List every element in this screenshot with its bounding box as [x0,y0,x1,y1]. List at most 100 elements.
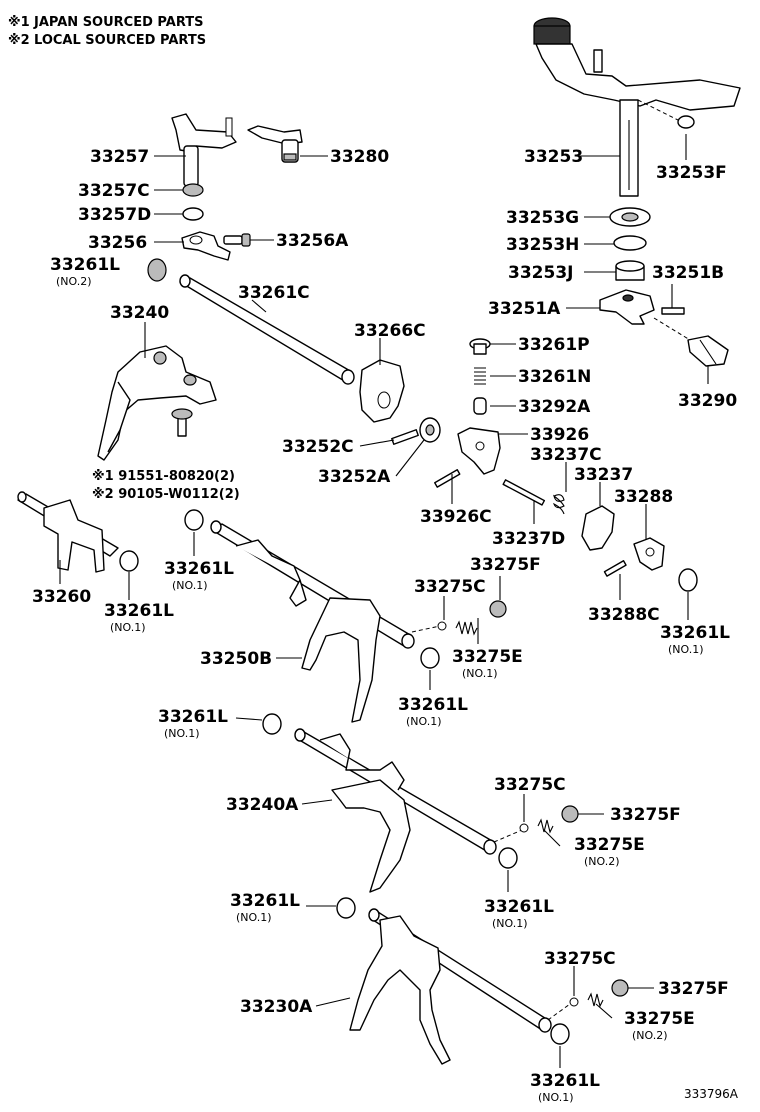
label-33275F-c: 33275F [658,979,729,999]
part-33261L-l1-drawing [184,509,204,531]
label-33275C-c: 33275C [544,949,616,969]
label-33237D: 33237D [492,529,565,549]
label-33252C: 33252C [282,437,354,457]
label-33253: 33253 [524,147,583,167]
label-33261L-m1: 33261L [398,695,468,715]
label-33261L-top: 33261L [50,255,120,275]
part-33260-drawing [17,491,119,573]
part-33275F-a-drawing [489,600,507,618]
part-33292A-drawing [473,397,487,415]
label-33275E-b: 33275E [574,835,645,855]
sublabel-33261L-m2: (NO.1) [164,727,200,740]
part-33275F-c-drawing [611,979,629,997]
label-33280: 33280 [330,147,389,167]
part-33261P-drawing [469,338,491,355]
label-33253J: 33253J [508,263,573,283]
label-33926: 33926 [530,425,589,445]
part-33240-drawing [97,345,217,461]
part-33261L-l2-drawing [119,550,139,572]
part-33251A-drawing [599,289,655,325]
part-33275E-a-drawing [455,620,478,636]
sublabel-33275E-a: (NO.1) [462,667,498,680]
label-33237: 33237 [574,465,633,485]
part-33926-drawing [457,427,501,475]
label-33253F: 33253F [656,163,727,183]
label-33253G: 33253G [506,208,579,228]
part-33253F-drawing [677,115,695,129]
part-33275C-c-drawing [569,997,579,1007]
label-33261L-b: 33261L [530,1071,600,1091]
part-33275C-a-drawing [437,621,447,631]
label-33240A: 33240A [226,795,299,815]
part-33261L-b-drawing [550,1023,570,1045]
leader-lines [59,134,709,1068]
label-91551-80820: ※1 91551-80820(2) [92,469,235,484]
label-33261P: 33261P [518,335,590,355]
part-33261L-m1-drawing [420,647,440,669]
part-33926C-drawing [434,469,461,488]
label-33261L-m3: 33261L [484,897,554,917]
sublabel-33261L-b: (NO.1) [538,1091,574,1104]
legend-notes: ※1 JAPAN SOURCED PARTS ※2 LOCAL SOURCED … [8,15,206,48]
label-33261C: 33261C [238,283,310,303]
part-33253H-drawing [613,235,647,251]
dashed-guide-33253F [637,99,679,121]
sublabel-33261L-r1: (NO.1) [668,643,704,656]
figure-id: 333796A [684,1087,739,1101]
part-33288C-drawing [603,560,627,577]
label-33256A: 33256A [276,231,349,251]
label-33275F-b: 33275F [610,805,681,825]
label-33261L-m2: 33261L [158,707,228,727]
part-33257-drawing [171,113,237,187]
part-33257D-drawing [182,207,204,221]
label-33275F-a: 33275F [470,555,541,575]
label-33230A: 33230A [240,997,313,1017]
part-33256A-drawing [223,233,251,247]
part-33237-drawing [581,505,615,551]
part-33280-drawing [247,125,303,163]
part-33237D-drawing [502,479,546,506]
label-33288C: 33288C [588,605,660,625]
note-japan-text: JAPAN SOURCED PARTS [33,15,203,30]
part-33253J-drawing [615,260,645,281]
part-33253-drawing [533,17,741,197]
label-33250B: 33250B [200,649,272,669]
sublabel-33275E-b: (NO.2) [584,855,620,868]
part-33230A-drawing [349,908,552,1065]
note-local-text: LOCAL SOURCED PARTS [34,33,206,48]
label-33288: 33288 [614,487,673,507]
label-33266C: 33266C [354,321,426,341]
label-33257D: 33257D [78,205,151,225]
part-33250B-drawing [210,520,415,723]
part-33252A-drawing [419,417,441,443]
part-33275E-c-drawing [587,992,604,1008]
sublabel-33261L-l2: (NO.1) [110,621,146,634]
label-33261N: 33261N [518,367,591,387]
part-33261L-r1-drawing [678,568,698,592]
part-33275E-b-drawing [537,818,554,834]
part-33275C-b-drawing [519,823,529,833]
part-labels: 33257 33280 33257C 33257D 33256 33256A 3… [32,147,739,1104]
label-33251B: 33251B [652,263,724,283]
sublabel-33275E-c: (NO.2) [632,1029,668,1042]
label-33256: 33256 [88,233,147,253]
label-33292A: 33292A [518,397,591,417]
label-33257C: 33257C [78,181,150,201]
label-33275E-c: 33275E [624,1009,695,1029]
note-local-mark: ※2 [8,33,30,48]
part-33290-drawing [687,335,729,367]
label-33240: 33240 [110,303,169,323]
part-33240A-drawing [294,728,497,893]
part-33288-drawing [633,537,665,571]
part-33261L-m2-drawing [262,713,282,735]
label-33260: 33260 [32,587,91,607]
part-33251B-drawing [661,307,685,315]
sublabel-33261L-m3: (NO.1) [492,917,528,930]
label-33261L-m4: 33261L [230,891,300,911]
part-33266C-drawing [359,359,405,423]
label-33237C: 33237C [530,445,602,465]
label-33275E-a: 33275E [452,647,523,667]
label-33261L-l2: 33261L [104,601,174,621]
label-33261L-l1: 33261L [164,559,234,579]
